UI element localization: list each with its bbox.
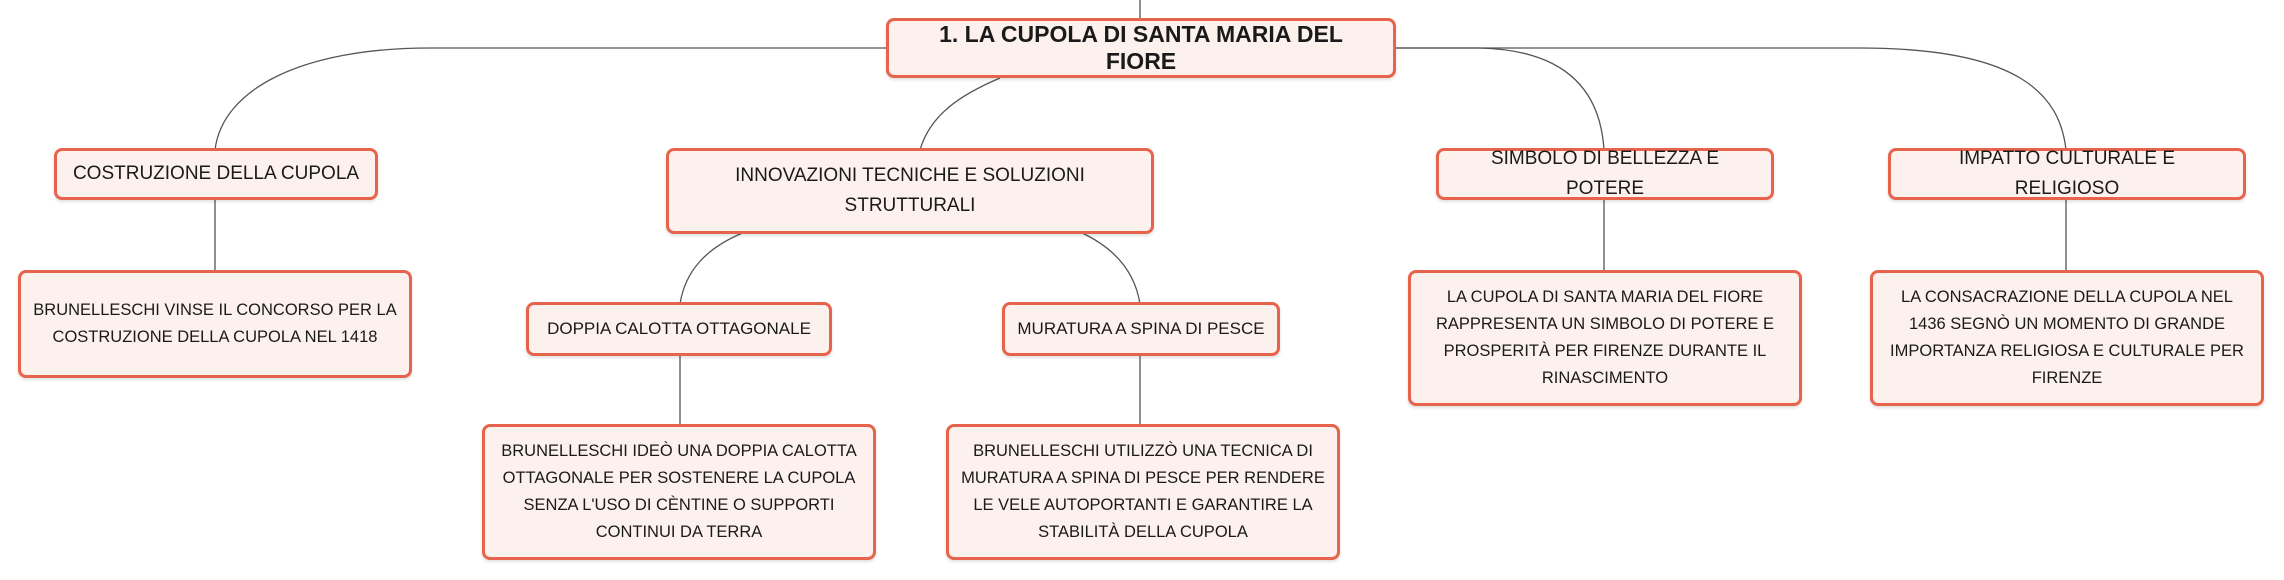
topic-impatto-label: IMPATTO CULTURALE E RELIGIOSO: [1958, 148, 2176, 199]
topic-simbolo[interactable]: SIMBOLO DI BELLEZZA E POTERE: [1436, 148, 1774, 200]
topic-innovazioni[interactable]: INNOVAZIONI TECNICHE E SOLUZIONI STRUTTU…: [666, 148, 1154, 234]
topic-innovazioni-label: INNOVAZIONI TECNICHE E SOLUZIONI STRUTTU…: [735, 165, 1085, 216]
root-topic-label: 1. LA CUPOLA DI SANTA MARIA DEL FIORE: [939, 21, 1343, 74]
connector-root-impatto: [1392, 47, 2067, 151]
connector-innovazioni-doppia: [679, 231, 746, 305]
connector-root-simbolo: [1392, 47, 1605, 151]
topic-costruzione-label: COSTRUZIONE DELLA CUPOLA: [72, 163, 360, 184]
detail-impatto-text: LA CONSACRAZIONE DELLA CUPOLA NEL 1436 S…: [1890, 288, 2244, 387]
connector-root-innovazioni: [919, 77, 1001, 151]
detail-muratura-text: BRUNELLESCHI UTILIZZÒ UNA TECNICA DI MUR…: [961, 442, 1325, 541]
connector-root-costruzione: [214, 47, 888, 151]
root-topic[interactable]: 1. LA CUPOLA DI SANTA MARIA DEL FIORE: [886, 18, 1396, 78]
subtopic-muratura-label: MURATURA A SPINA DI PESCE: [1017, 319, 1265, 338]
detail-muratura[interactable]: BRUNELLESCHI UTILIZZÒ UNA TECNICA DI MUR…: [946, 424, 1340, 560]
detail-doppia-calotta[interactable]: BRUNELLESCHI IDEÒ UNA DOPPIA CALOTTA OTT…: [482, 424, 876, 560]
connector-innovazioni-muratura: [1079, 231, 1141, 305]
detail-impatto[interactable]: LA CONSACRAZIONE DELLA CUPOLA NEL 1436 S…: [1870, 270, 2264, 406]
subtopic-doppia-calotta[interactable]: DOPPIA CALOTTA OTTAGONALE: [526, 302, 832, 356]
subtopic-doppia-calotta-label: DOPPIA CALOTTA OTTAGONALE: [547, 319, 811, 338]
subtopic-muratura[interactable]: MURATURA A SPINA DI PESCE: [1002, 302, 1280, 356]
detail-simbolo-text: LA CUPOLA DI SANTA MARIA DEL FIORE RAPPR…: [1435, 288, 1775, 387]
detail-simbolo[interactable]: LA CUPOLA DI SANTA MARIA DEL FIORE RAPPR…: [1408, 270, 1802, 406]
detail-doppia-calotta-text: BRUNELLESCHI IDEÒ UNA DOPPIA CALOTTA OTT…: [501, 442, 857, 541]
topic-costruzione[interactable]: COSTRUZIONE DELLA CUPOLA: [54, 148, 378, 200]
detail-costruzione-text: BRUNELLESCHI VINSE IL CONCORSO PER LA CO…: [33, 301, 397, 346]
topic-simbolo-label: SIMBOLO DI BELLEZZA E POTERE: [1490, 148, 1720, 199]
detail-costruzione[interactable]: BRUNELLESCHI VINSE IL CONCORSO PER LA CO…: [18, 270, 412, 378]
topic-impatto[interactable]: IMPATTO CULTURALE E RELIGIOSO: [1888, 148, 2246, 200]
